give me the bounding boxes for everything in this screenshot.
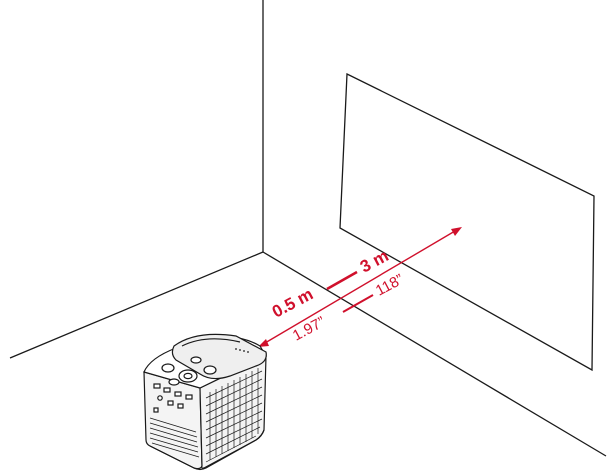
front-port-5 <box>168 401 173 405</box>
projection-screen <box>340 74 594 370</box>
front-port-7 <box>154 408 158 412</box>
distance-arrow-line <box>265 231 455 343</box>
front-port-1 <box>154 384 160 388</box>
top-button-right <box>204 366 216 374</box>
top-dial-inner <box>184 373 192 378</box>
distance-labels: 0.5 m 3 m 1.97” 118” <box>269 246 406 345</box>
front-port-6 <box>178 404 183 408</box>
projector-device <box>144 334 266 469</box>
top-button-left <box>162 364 174 372</box>
indicator-dot <box>235 348 237 350</box>
indicator-dot <box>239 349 241 351</box>
max-distance-imperial: 118” <box>373 271 407 300</box>
imperial-range-dash <box>343 295 373 312</box>
indicator-dot <box>243 350 245 352</box>
front-port-round <box>158 396 162 400</box>
top-button-center <box>169 379 179 385</box>
indicator-dot <box>247 351 249 353</box>
metric-range-dash <box>327 272 357 289</box>
min-distance-metric: 0.5 m <box>269 284 316 321</box>
min-distance-imperial: 1.97” <box>290 313 328 344</box>
front-port-2 <box>164 388 170 392</box>
top-button-back <box>191 357 201 363</box>
front-port-4 <box>186 395 192 399</box>
distance-arrow <box>258 227 462 347</box>
front-port-3 <box>175 392 181 396</box>
